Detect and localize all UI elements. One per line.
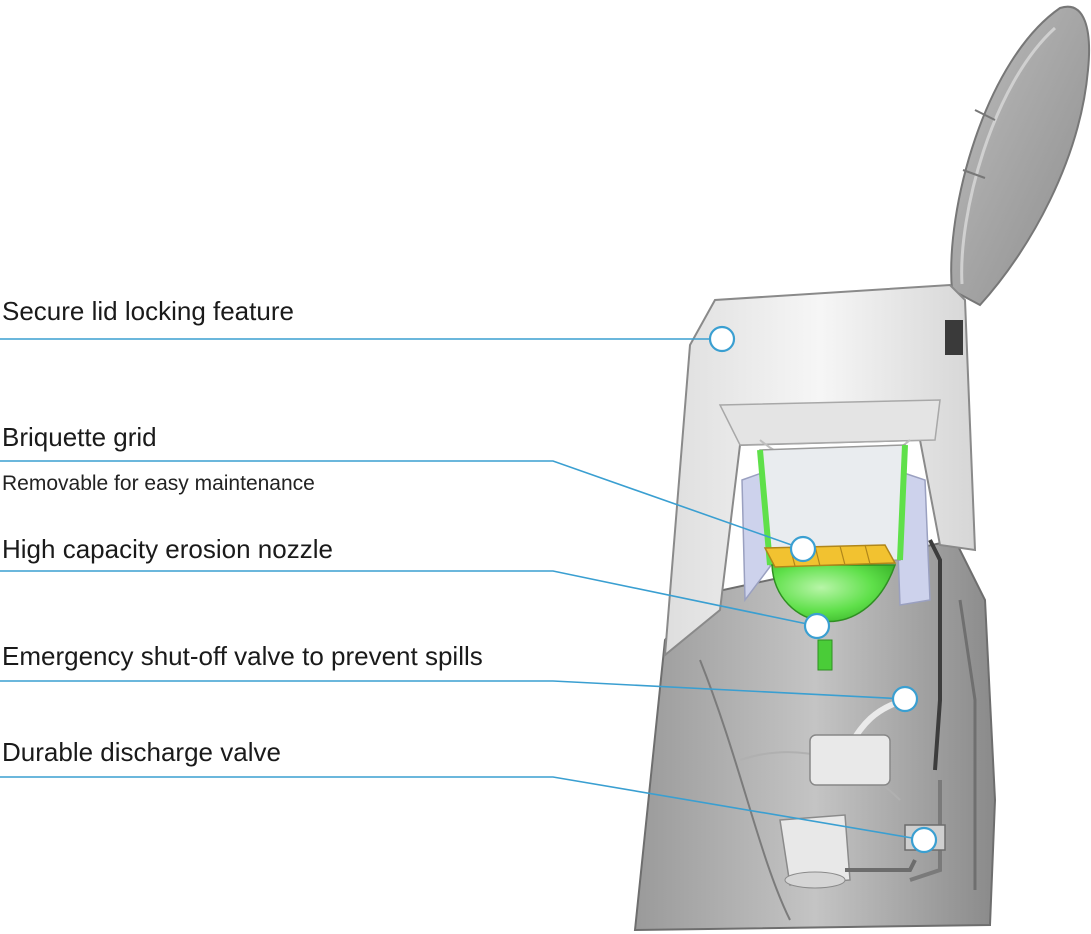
lid bbox=[950, 5, 1091, 307]
briquette-grid bbox=[763, 544, 897, 568]
leader-line-briquette-grid bbox=[0, 460, 804, 550]
callout-marker-discharge-valve bbox=[910, 826, 938, 854]
discharge-module bbox=[779, 814, 946, 889]
callout-label-shutoff-valve: Emergency shut-off valve to prevent spil… bbox=[2, 641, 483, 671]
leader-line-erosion-nozzle bbox=[0, 570, 818, 627]
leader-line-shutoff-valve bbox=[0, 680, 906, 700]
callout-marker-briquette-grid bbox=[789, 535, 817, 563]
callout-marker-lid-lock bbox=[708, 325, 736, 353]
callout-marker-erosion-nozzle bbox=[803, 612, 831, 640]
callout-sublabel-briquette-grid: Removable for easy maintenance bbox=[2, 472, 315, 495]
callout-marker-shutoff-valve bbox=[891, 685, 919, 713]
callout-leaders bbox=[0, 325, 938, 854]
leader-line-discharge-valve bbox=[0, 776, 925, 841]
callout-label-erosion-nozzle: High capacity erosion nozzle bbox=[2, 534, 333, 564]
callout-label-briquette-grid: Briquette grid bbox=[2, 422, 157, 452]
callout-label-lid-lock: Secure lid locking feature bbox=[2, 296, 294, 326]
callout-label-discharge-valve: Durable discharge valve bbox=[2, 737, 281, 767]
green-briquette-container bbox=[757, 444, 908, 671]
